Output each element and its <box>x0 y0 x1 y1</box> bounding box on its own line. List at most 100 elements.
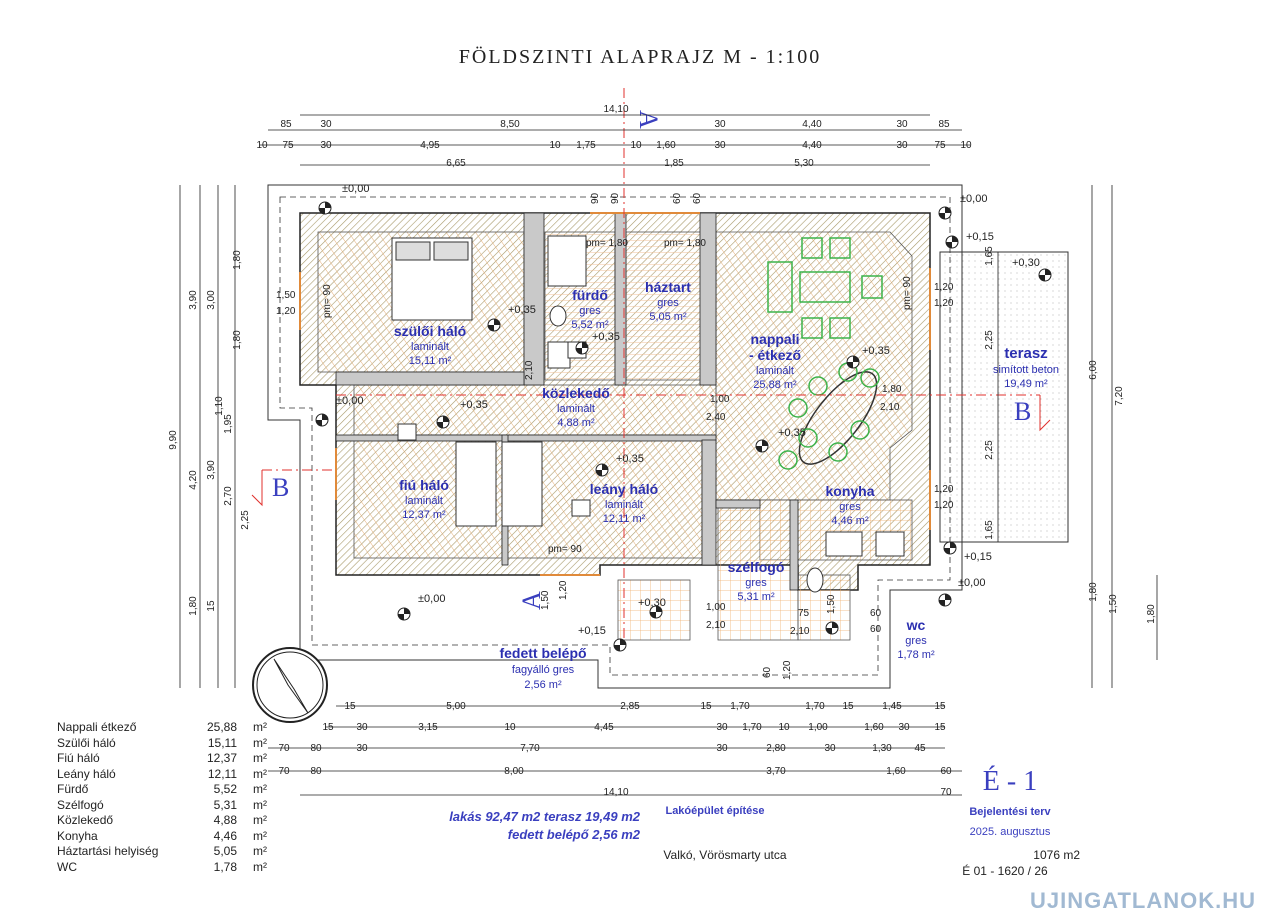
svg-text:leány háló: leány háló <box>590 481 658 497</box>
svg-text:1,20: 1,20 <box>934 484 954 495</box>
svg-text:30: 30 <box>896 140 908 151</box>
svg-text:5,52 m²: 5,52 m² <box>571 319 609 331</box>
desk-chair-leany <box>571 499 591 517</box>
totals-line-2: fedett belépő 2,56 m2 <box>507 827 640 842</box>
level-marker <box>436 415 450 429</box>
svg-text:1,50: 1,50 <box>1108 594 1119 614</box>
svg-text:közlekedő: közlekedő <box>542 385 610 401</box>
section-line-b <box>262 394 1040 471</box>
level-marker <box>575 341 589 355</box>
svg-text:1,60: 1,60 <box>864 722 884 733</box>
svg-text:9,90: 9,90 <box>168 430 179 450</box>
svg-text:pm= 90: pm= 90 <box>548 544 582 555</box>
svg-text:60: 60 <box>692 192 703 204</box>
svg-text:1,20: 1,20 <box>558 580 569 600</box>
svg-text:terasz: terasz <box>1004 345 1047 362</box>
desk-chair-fiu <box>397 423 417 441</box>
level-marker <box>1038 268 1052 282</box>
svg-text:60: 60 <box>940 766 952 777</box>
room-label-furdo: fürdő gres 5,52 m² <box>571 287 609 331</box>
svg-text:10: 10 <box>960 140 972 151</box>
svg-text:90: 90 <box>610 192 621 204</box>
svg-text:7,70: 7,70 <box>520 743 540 754</box>
svg-text:30: 30 <box>320 119 332 130</box>
svg-text:laminált: laminált <box>557 403 595 415</box>
svg-text:1,30: 1,30 <box>872 743 892 754</box>
svg-text:1,00: 1,00 <box>710 394 730 405</box>
level-markers: ±0,00 ±0,00 +0,15 +0,30 +0,35 +0,35 +0,3… <box>315 183 1052 652</box>
svg-text:4,45: 4,45 <box>594 722 614 733</box>
svg-text:15: 15 <box>322 722 334 733</box>
room-label-szelfogo: szélfogó gres 5,31 m² <box>728 559 785 603</box>
svg-text:8,00: 8,00 <box>504 766 524 777</box>
svg-text:14,10: 14,10 <box>603 787 628 798</box>
svg-text:1,00: 1,00 <box>808 722 828 733</box>
svg-text:1,20: 1,20 <box>934 298 954 309</box>
svg-text:1,75: 1,75 <box>576 140 596 151</box>
svg-text:2,40: 2,40 <box>706 412 726 423</box>
dimension-text-left: 9,90 3,90 4,20 3,90 3,00 2,70 1,95 2,25 … <box>168 250 251 616</box>
level-marker <box>755 439 769 453</box>
svg-text:szülői háló: szülői háló <box>394 323 466 339</box>
svg-text:10: 10 <box>549 140 561 151</box>
svg-text:15: 15 <box>934 701 946 712</box>
svg-text:gres: gres <box>745 577 767 589</box>
drawing-number: É 01 - 1620 / 26 <box>962 864 1048 878</box>
svg-text:5,31 m²: 5,31 m² <box>737 591 775 603</box>
svg-text:simított beton: simított beton <box>993 364 1059 376</box>
svg-text:±0,00: ±0,00 <box>960 193 987 205</box>
svg-text:+0,35: +0,35 <box>508 304 536 316</box>
svg-text:1,50: 1,50 <box>826 594 837 614</box>
sofa-set <box>767 237 883 339</box>
level-marker <box>846 355 860 369</box>
room-label-fiu: fiú háló laminált 12,37 m² <box>399 477 449 521</box>
svg-text:- étkező: - étkező <box>749 347 801 363</box>
svg-text:2,10: 2,10 <box>706 620 726 631</box>
svg-text:1,80: 1,80 <box>232 250 243 270</box>
svg-text:19,49 m²: 19,49 m² <box>1004 378 1048 390</box>
svg-text:wc: wc <box>906 617 926 633</box>
svg-text:laminált: laminált <box>605 499 643 511</box>
plot-area: 1076 m2 <box>1033 848 1080 862</box>
svg-text:4,88 m²: 4,88 m² <box>557 417 595 429</box>
level-marker <box>397 607 411 621</box>
svg-text:80: 80 <box>310 743 322 754</box>
svg-text:60: 60 <box>762 666 773 678</box>
svg-text:15,11 m²: 15,11 m² <box>409 355 452 367</box>
svg-text:30: 30 <box>716 743 728 754</box>
level-marker <box>945 235 959 249</box>
svg-text:2,10: 2,10 <box>524 360 535 380</box>
dimension-text-bottom: 15 5,00 2,85 15 1,70 1,70 15 1,45 15 15 … <box>278 701 952 798</box>
svg-text:+0,35: +0,35 <box>460 399 488 411</box>
svg-text:3,90: 3,90 <box>206 460 217 480</box>
section-label-a-bottom: A <box>517 591 546 610</box>
svg-text:15: 15 <box>206 600 217 612</box>
terrace-slab <box>939 251 1069 543</box>
svg-text:14,10: 14,10 <box>603 104 628 115</box>
svg-text:15: 15 <box>842 701 854 712</box>
svg-text:1,85: 1,85 <box>664 158 684 169</box>
svg-text:70: 70 <box>278 766 290 777</box>
svg-text:2,56 m²: 2,56 m² <box>524 679 562 691</box>
svg-text:1,80: 1,80 <box>232 330 243 350</box>
svg-text:4,46 m²: 4,46 m² <box>831 515 869 527</box>
svg-text:+0,35: +0,35 <box>616 453 644 465</box>
svg-text:10: 10 <box>630 140 642 151</box>
svg-text:1,20: 1,20 <box>782 660 793 680</box>
svg-text:30: 30 <box>356 722 368 733</box>
level-marker <box>487 318 501 332</box>
section-arrow-b-left <box>251 470 263 507</box>
level-marker <box>315 413 329 427</box>
room-label-haztart: háztart gres 5,05 m² <box>645 279 691 323</box>
svg-text:1,65: 1,65 <box>984 520 995 540</box>
svg-text:1,70: 1,70 <box>805 701 825 712</box>
room-label-szuloi: szülői háló laminált 15,11 m² <box>394 323 466 367</box>
room-label-wc: wc gres 1,78 m² <box>897 617 935 661</box>
